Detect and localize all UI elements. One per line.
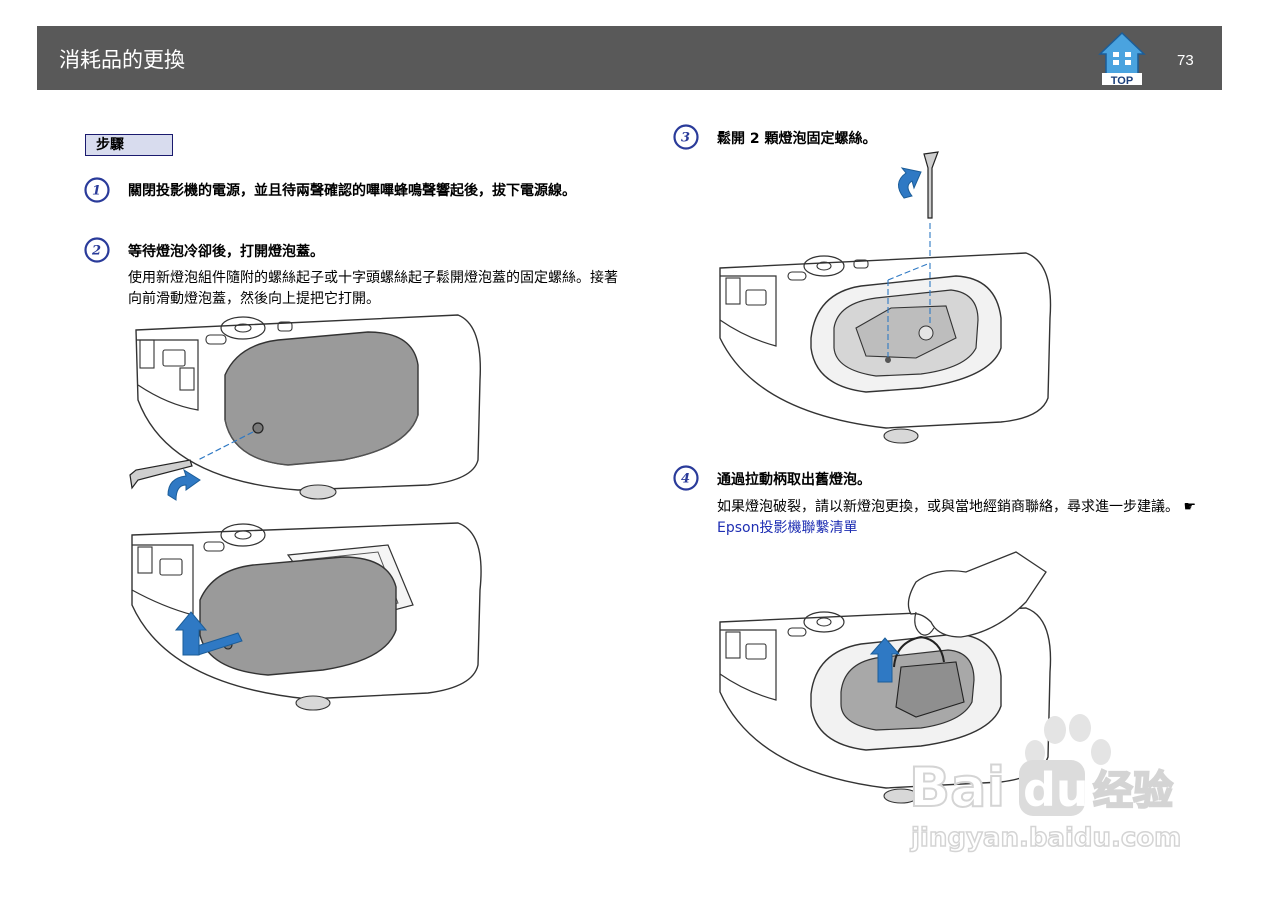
watermark-brand-2: du: [1023, 763, 1089, 817]
svg-text:2: 2: [91, 244, 101, 259]
top-label: TOP: [1111, 75, 1133, 86]
step-number-badge: 4: [673, 465, 699, 491]
steps-label: 步驟: [85, 134, 173, 156]
step-1-title: 關閉投影機的電源，並且待兩聲確認的嗶嗶蜂鳴聲響起後，拔下電源線。: [128, 183, 576, 199]
page-title: 消耗品的更換: [59, 48, 185, 72]
figure-loosen-cover-screw: [129, 314, 482, 501]
step-number-badge: 1: [84, 177, 110, 203]
watermark-url: jingyan.baidu.com: [910, 823, 1181, 853]
svg-text:3: 3: [681, 131, 690, 146]
home-icon: TOP: [1098, 31, 1146, 87]
svg-text:1: 1: [92, 184, 101, 199]
step-2-body: 使用新燈泡組件隨附的螺絲起子或十字頭螺絲起子鬆開燈泡蓋的固定螺絲。接著向前滑動燈…: [128, 270, 618, 307]
page-header: 消耗品的更換 TOP 73: [37, 26, 1222, 90]
baidu-watermark-logo: Bai du 经验 jingyan.baidu.com: [908, 714, 1182, 854]
pointing-hand-icon: ☛: [1183, 499, 1197, 515]
figure-remove-lamp: [719, 551, 1052, 804]
watermark-suffix: 经验: [1093, 768, 1173, 814]
epson-contact-list-link[interactable]: Epson投影機聯繫清單: [717, 520, 858, 536]
step-number-badge: 3: [673, 124, 699, 150]
page-number: 73: [1177, 52, 1194, 69]
step-4-body: 如果燈泡破裂，請以新燈泡更換，或與當地經銷商聯絡，尋求進一步建議。 ☛ Epso…: [717, 497, 1205, 539]
step-4-body-text: 如果燈泡破裂，請以新燈泡更換，或與當地經銷商聯絡，尋求進一步建議。: [717, 499, 1179, 515]
step-2-title: 等待燈泡冷卻後，打開燈泡蓋。: [128, 244, 324, 260]
step-4-title: 通過拉動柄取出舊燈泡。: [717, 472, 871, 488]
figure-lift-cover: [131, 522, 482, 711]
top-button[interactable]: TOP: [1096, 30, 1148, 87]
step-3-title: 鬆開 2 顆燈泡固定螺絲。: [717, 131, 877, 147]
step-number-badge: 2: [84, 237, 110, 263]
watermark-brand: Bai: [909, 756, 1005, 819]
figure-loosen-lamp-screws: [719, 151, 1052, 444]
svg-text:4: 4: [681, 472, 690, 487]
